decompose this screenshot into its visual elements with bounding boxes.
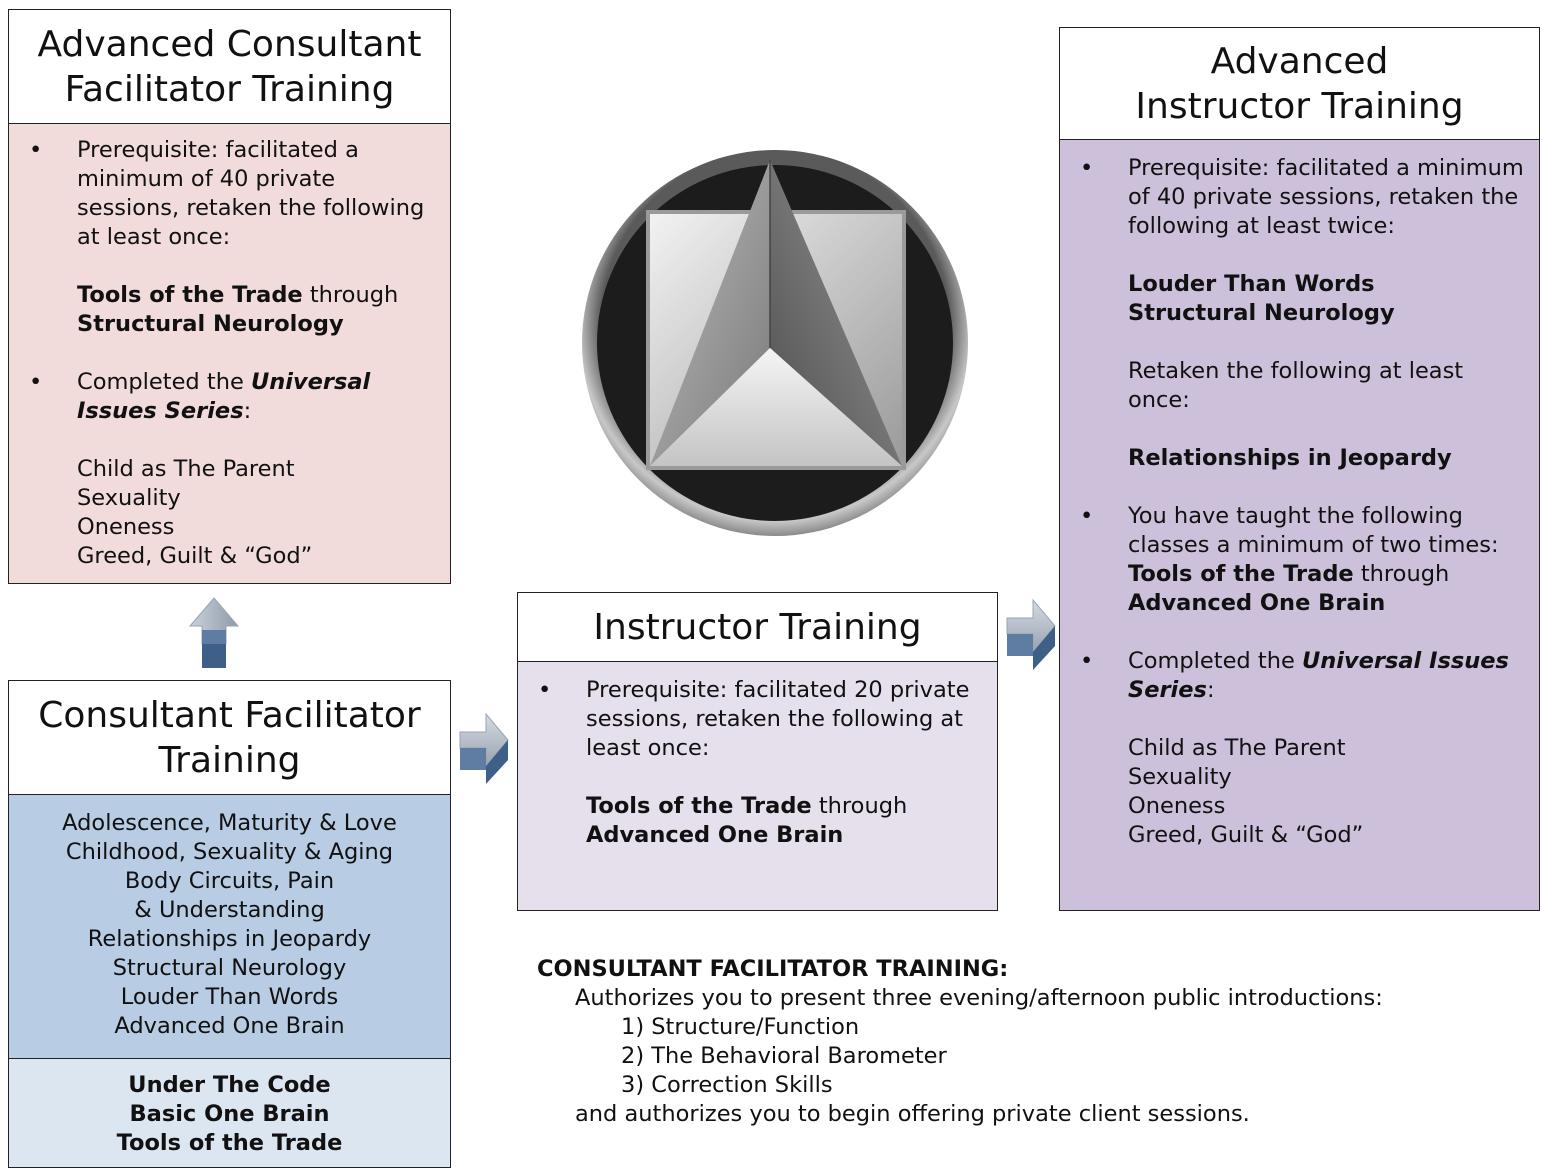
list-item: 3) Correction Skills — [621, 1072, 833, 1098]
instructor-title: Instructor Training — [517, 592, 998, 662]
consultant-courses-panel: Adolescence, Maturity & Love Childhood, … — [8, 794, 451, 1059]
list-item: Louder Than Words — [120, 984, 339, 1010]
advanced-instructor-title: Advanced Instructor Training — [1059, 27, 1540, 140]
list-item: Louder Than Words — [1128, 271, 1375, 297]
list-item: Oneness — [1128, 793, 1226, 819]
advanced-instructor-once-text: Retaken the following at least once: — [1128, 358, 1464, 413]
advanced-instructor-panel: Prerequisite: facilitated a minimum of 4… — [1059, 139, 1540, 911]
advanced-consultant-title: Advanced Consultant Facilitator Training — [8, 9, 451, 124]
list-item: Oneness — [77, 514, 175, 540]
list-item: Child as The Parent — [77, 456, 295, 482]
list-item: Body Circuits, Pain & Understanding — [124, 868, 335, 923]
list-item: Relationships in Jeopardy — [87, 926, 372, 952]
advanced-instructor-title-text: Advanced Instructor Training — [1135, 40, 1464, 127]
advanced-consultant-completed: Completed the Universal Issues Series: — [9, 368, 436, 426]
consultant-title: Consultant Facilitator Training — [8, 680, 451, 795]
advanced-consultant-series-list: Child as The Parent Sexuality Oneness Gr… — [9, 455, 436, 571]
list-item: 2) The Behavioral Barometer — [621, 1043, 947, 1069]
advanced-consultant-prereq: Prerequisite: facilitated a minimum of 4… — [9, 136, 436, 252]
advanced-instructor-series-list: Child as The Parent Sexuality Oneness Gr… — [1060, 734, 1529, 850]
advanced-consultant-panel: Prerequisite: facilitated a minimum of 4… — [8, 123, 451, 584]
list-item: Adolescence, Maturity & Love — [62, 810, 397, 836]
consultant-base-panel: Under The Code Basic One Brain Tools of … — [8, 1058, 451, 1168]
list-item: Sexuality — [1128, 764, 1232, 790]
advanced-consultant-range: Tools of the Trade through Structural Ne… — [77, 282, 399, 337]
list-item: Child as The Parent — [1128, 735, 1346, 761]
list-item: Basic One Brain — [129, 1101, 330, 1127]
notes-line: and authorizes you to begin offering pri… — [575, 1101, 1250, 1127]
advanced-instructor-twice-list: Louder Than Words Structural Neurology — [1060, 270, 1529, 328]
notes-heading: CONSULTANT FACILITATOR TRAINING: — [537, 956, 1009, 982]
advanced-instructor-taught: You have taught the following classes a … — [1060, 502, 1529, 618]
list-item: Structural Neurology — [1128, 300, 1395, 326]
advanced-instructor-once-item: Relationships in Jeopardy — [1128, 445, 1452, 471]
notes-section: CONSULTANT FACILITATOR TRAINING: Authori… — [537, 955, 1527, 1129]
arrow-right-icon — [459, 712, 509, 784]
advanced-instructor-prereq: Prerequisite: facilitated a minimum of 4… — [1060, 154, 1529, 241]
instructor-title-text: Instructor Training — [593, 606, 922, 648]
list-item: Greed, Guilt & “God” — [77, 543, 313, 569]
list-item: 1) Structure/Function — [621, 1014, 860, 1040]
instructor-prereq: Prerequisite: facilitated 20 private ses… — [518, 676, 987, 763]
list-item: Tools of the Trade — [116, 1130, 343, 1156]
arrow-right-icon — [1006, 598, 1056, 670]
list-item: Sexuality — [77, 485, 181, 511]
list-item: Childhood, Sexuality & Aging — [65, 839, 394, 865]
instructor-panel: Prerequisite: facilitated 20 private ses… — [517, 661, 998, 911]
list-item: Under The Code — [128, 1072, 331, 1098]
advanced-instructor-completed: Completed the Universal Issues Series: — [1060, 647, 1529, 705]
list-item: Structural Neurology — [112, 955, 347, 981]
arrow-up-icon — [188, 597, 240, 668]
one-brain-logo — [582, 150, 968, 536]
notes-line: Authorizes you to present three evening/… — [575, 985, 1383, 1011]
advanced-consultant-title-text: Advanced Consultant Facilitator Training — [37, 23, 422, 110]
list-item: Greed, Guilt & “God” — [1128, 822, 1364, 848]
consultant-title-text: Consultant Facilitator Training — [38, 694, 421, 781]
list-item: Advanced One Brain — [114, 1013, 345, 1039]
